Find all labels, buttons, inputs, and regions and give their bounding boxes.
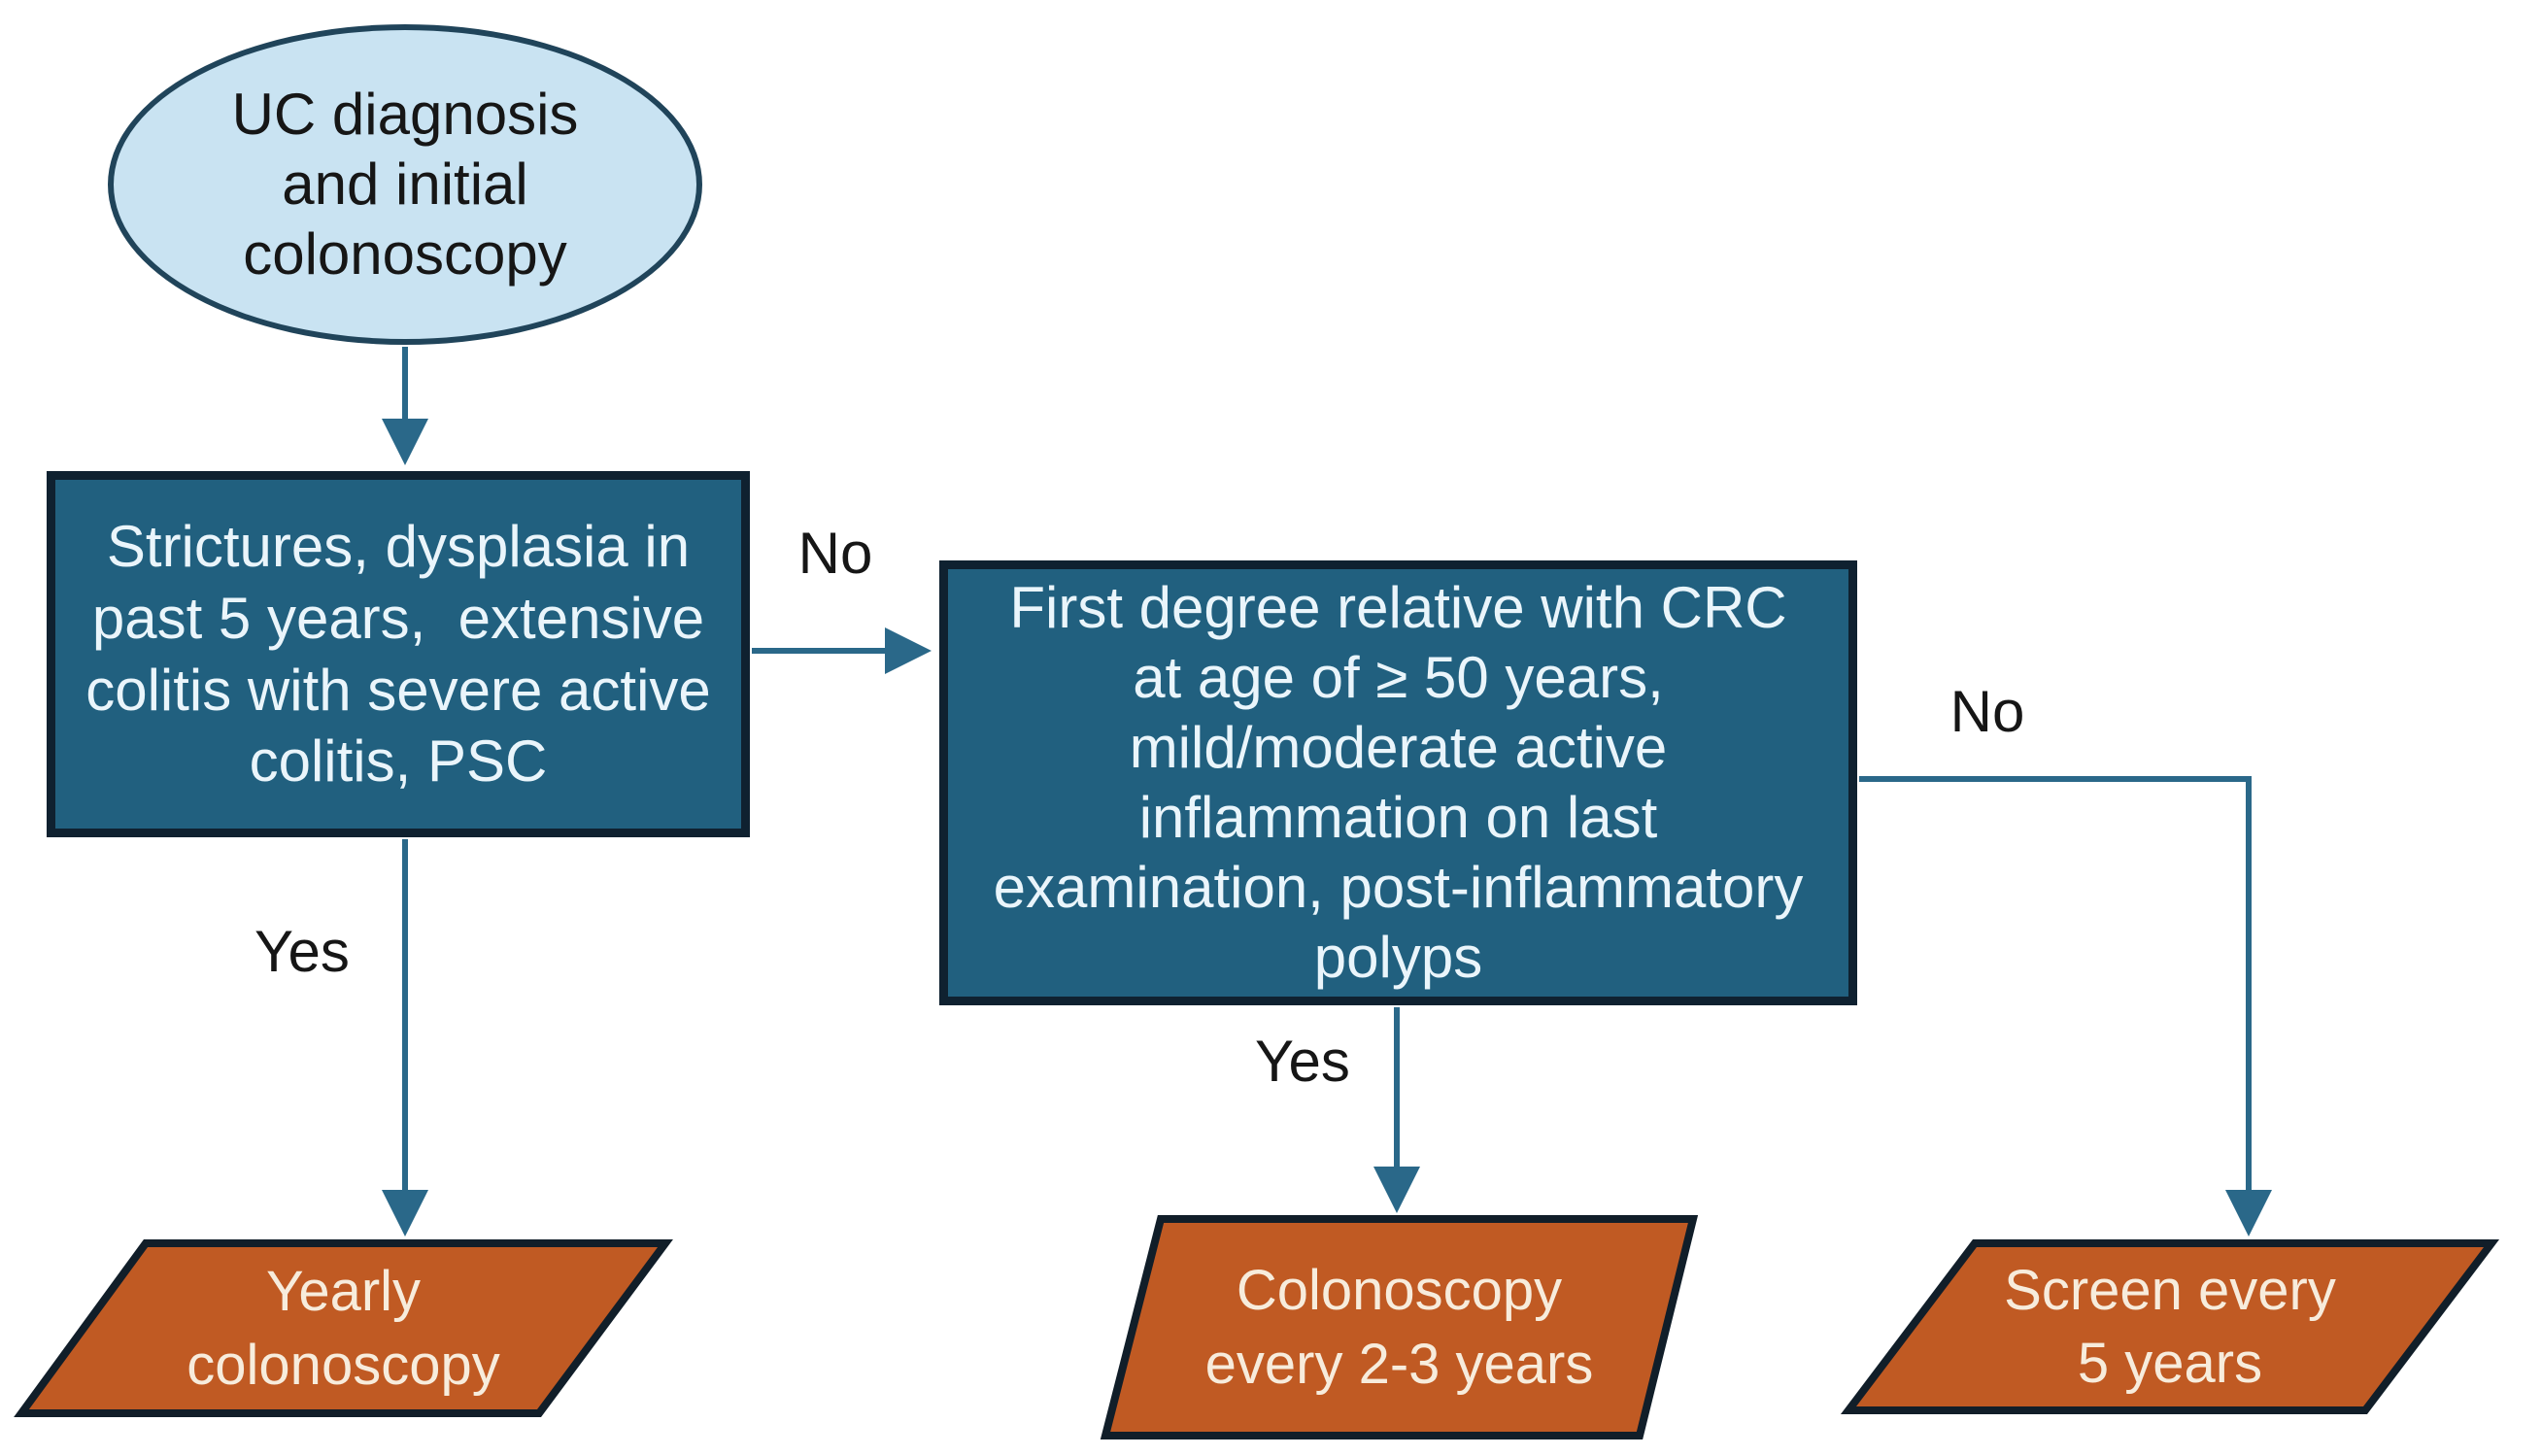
colonoscopy-2-3-years-shape: [1100, 1215, 1699, 1439]
decision1-node: Strictures, dysplasia in past 5 years, e…: [47, 471, 750, 837]
decision2-no-label: No: [1949, 679, 2025, 744]
colonoscopy-2-3-years-node: Colonoscopy every 2-3 years: [1105, 1219, 1693, 1436]
screen-5-years-node: Screen every 5 years: [1848, 1243, 2491, 1410]
decision2-yes-label: Yes: [1255, 1029, 1350, 1094]
decision1-yes-label: Yes: [254, 919, 350, 984]
decision2-node-text: First degree relative with CRC at age of…: [993, 575, 1804, 990]
screen-5-years-shape: [1840, 1239, 2500, 1414]
colonoscopy-2-3-years-text: Colonoscopy every 2-3 years: [1204, 1259, 1594, 1396]
screen-5-years-text: Screen every 5 years: [2004, 1258, 2336, 1395]
start-node-text: UC diagnosis and initial colonoscopy: [231, 82, 579, 287]
yearly-colonoscopy-shape: [14, 1239, 673, 1417]
decision1-no-label: No: [797, 521, 873, 586]
yearly-colonoscopy-node: Yearly colonoscopy: [21, 1243, 665, 1413]
decision1-node-text: Strictures, dysplasia in past 5 years, e…: [85, 513, 711, 795]
yearly-colonoscopy-text: Yearly colonoscopy: [186, 1260, 500, 1397]
decision2-node: First degree relative with CRC at age of…: [939, 560, 1857, 1005]
arrow-decision2-no-to-5-years: [1859, 776, 2272, 1236]
start-node: UC diagnosis and initial colonoscopy: [108, 24, 702, 345]
